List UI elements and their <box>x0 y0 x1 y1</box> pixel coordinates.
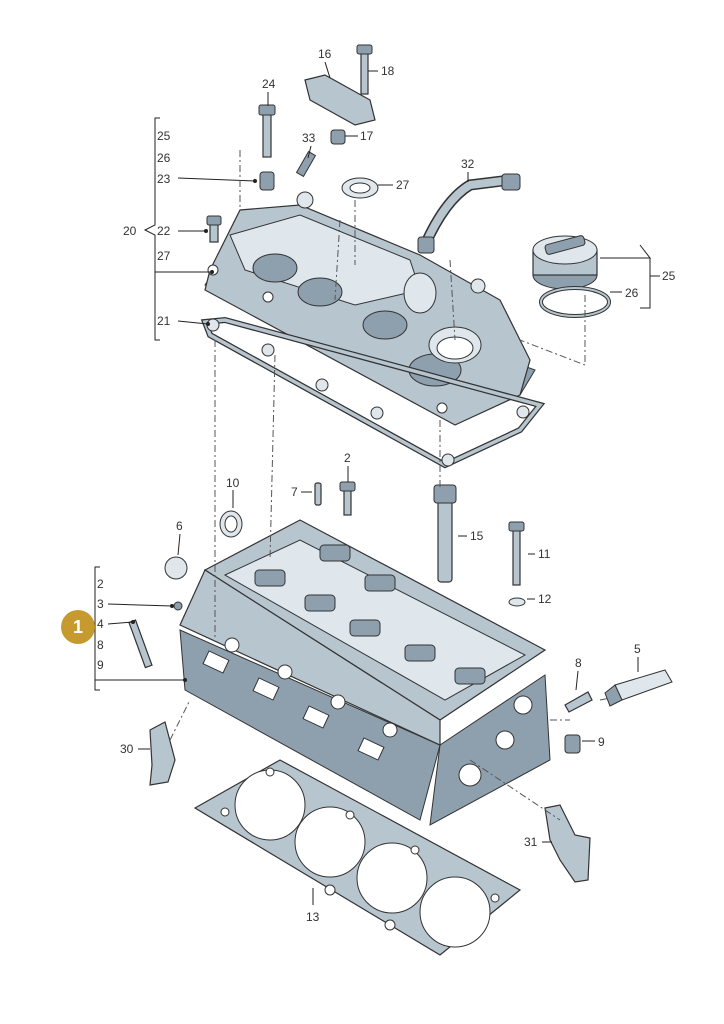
callout-33: 33 <box>302 131 316 145</box>
callout-16: 16 <box>318 47 332 61</box>
callout-15: 15 <box>470 529 484 543</box>
camshaft-bearing-caps <box>254 544 486 685</box>
breather-hose <box>417 173 521 254</box>
callout-labels: 20 25 26 23 22 27 21 24 33 16 18 17 27 3… <box>97 47 676 924</box>
callout-2-left: 2 <box>97 577 104 591</box>
valve-cover-gasket <box>200 316 546 469</box>
callout-9-left: 9 <box>97 658 104 672</box>
callout-23: 23 <box>157 172 171 186</box>
callout-17: 17 <box>360 129 374 143</box>
callout-10: 10 <box>226 476 240 490</box>
callout-6: 6 <box>176 519 183 533</box>
lower-fasteners <box>128 481 673 754</box>
callout-4: 4 <box>97 617 104 631</box>
callout-11: 11 <box>538 547 551 561</box>
callout-30: 30 <box>120 742 134 756</box>
callout-27-left: 27 <box>157 249 171 263</box>
callout-21: 21 <box>157 314 171 328</box>
head-gasket <box>193 759 522 956</box>
leader-lines-lower <box>95 340 639 905</box>
callout-32: 32 <box>461 157 475 171</box>
callout-27-right: 27 <box>396 178 410 192</box>
port-openings <box>202 637 533 787</box>
callout-31: 31 <box>524 835 538 849</box>
callout-2-top: 2 <box>344 451 351 465</box>
callout-24: 24 <box>262 77 276 91</box>
callout-5: 5 <box>634 642 641 656</box>
cover-fasteners <box>206 44 379 243</box>
callout-25-left: 25 <box>157 129 171 143</box>
brackets-30-31 <box>149 721 591 883</box>
cylinder-head <box>164 510 551 826</box>
callout-26-right: 26 <box>625 286 639 300</box>
callout-8-left: 8 <box>97 638 104 652</box>
callout-25-right: 25 <box>662 269 676 283</box>
callout-13: 13 <box>306 910 320 924</box>
callout-3: 3 <box>97 597 104 611</box>
callout-26-left: 26 <box>157 151 171 165</box>
callout-22: 22 <box>157 224 171 238</box>
valve-cover <box>204 191 536 426</box>
callout-12: 12 <box>538 592 552 606</box>
oil-filler-cap <box>532 235 611 318</box>
reference-number-badge: 1 <box>61 610 95 644</box>
callout-9-right: 9 <box>598 735 605 749</box>
callout-8-right: 8 <box>575 656 582 670</box>
callout-20: 20 <box>123 224 137 238</box>
callout-7: 7 <box>291 485 298 499</box>
leader-lines-upper <box>155 61 660 366</box>
callout-18: 18 <box>381 64 395 78</box>
